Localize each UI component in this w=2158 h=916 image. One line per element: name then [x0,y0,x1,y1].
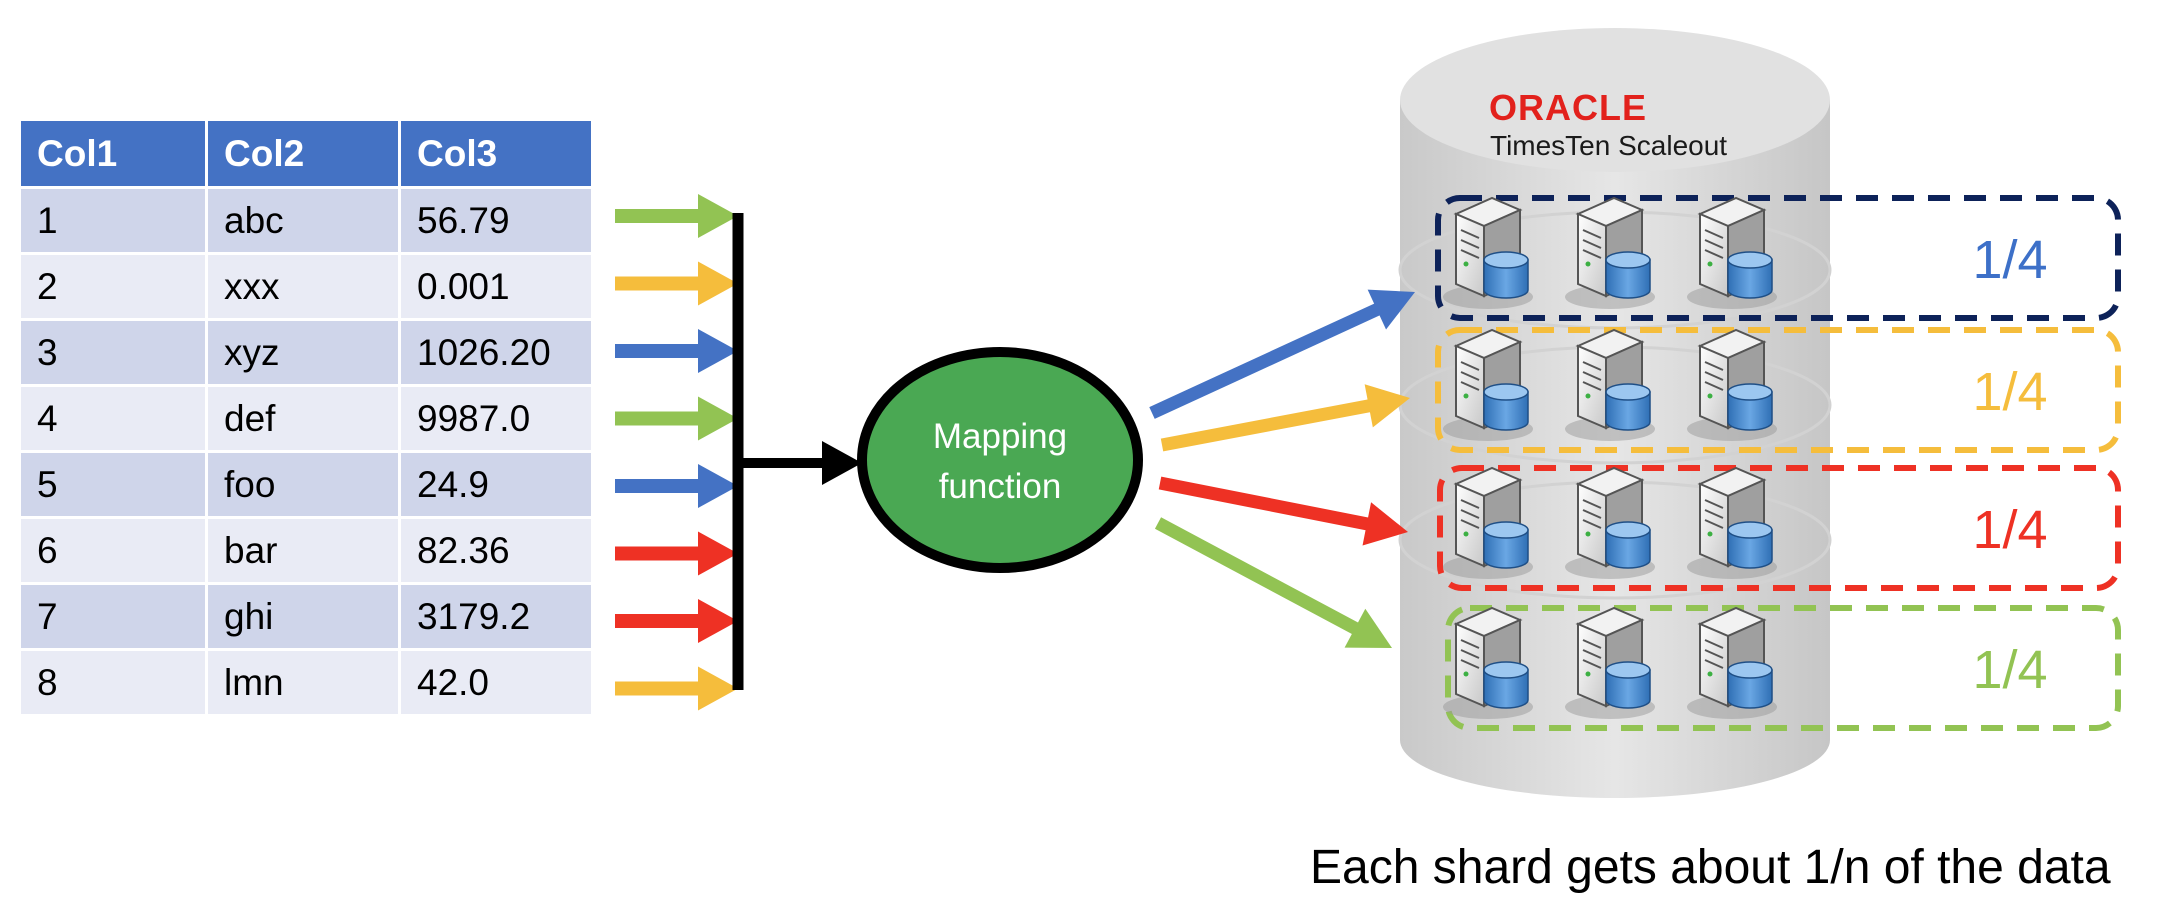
shard-arrow-line [1154,517,1362,636]
shard-fraction-label: 1/4 [1972,500,2047,560]
database-icon [1605,251,1651,299]
shard-arrow-line [1158,476,1372,532]
shard-box [1437,465,2121,591]
table-cell: 82.36 [398,516,594,585]
database-icon [1605,521,1651,569]
table-row: 7 ghi 3179.2 [18,582,594,651]
server-icon [1687,196,1777,309]
shard-arrowhead [1344,608,1392,648]
server-icon [1565,328,1655,441]
table-cell: 3179.2 [398,582,594,651]
table-cell: def [205,384,401,453]
database-icon [1483,661,1529,709]
table-cell: 6 [18,516,208,585]
table-cell: 7 [18,582,208,651]
shard-arrow-line [1160,398,1374,452]
row-arrowhead [698,666,738,711]
table-row: 4 def 9987.0 [18,384,594,453]
server-icon [1565,466,1655,579]
database-icon [1483,521,1529,569]
table-cell: 5 [18,450,208,519]
shard-fraction-label: 1/4 [1972,362,2047,422]
table-row: 8 lmn 42.0 [18,648,594,717]
shards-group: 1/4 1/4 1/4 1/4 [1435,195,2121,731]
table-cell: xxx [205,252,401,321]
server-icon [1443,328,1533,441]
column-header: Col3 [398,118,594,189]
table-cell: abc [205,186,401,255]
table-cell: bar [205,516,401,585]
table-row: 6 bar 82.36 [18,516,594,585]
mapping-label-line2: function [939,467,1062,506]
table-cell: foo [205,450,401,519]
table-cell: 24.9 [398,450,594,519]
table-cell: 0.001 [398,252,594,321]
table-cell: 4 [18,384,208,453]
shard-box [1445,605,2121,731]
table-cell: 3 [18,318,208,387]
row-arrowhead [698,329,738,373]
database-icon [1483,383,1529,431]
shard-arrowhead [1362,502,1408,546]
server-icon [1443,196,1533,309]
row-arrowhead [698,396,738,441]
shard-box [1435,195,2121,321]
row-arrowhead [698,261,738,306]
table-cell: 42.0 [398,648,594,717]
server-icon [1687,606,1777,719]
server-icon [1565,196,1655,309]
server-icon [1565,606,1655,719]
shard-box [1435,327,2121,453]
server-icon [1443,606,1533,719]
table-cell: 8 [18,648,208,717]
shard-fraction-label: 1/4 [1972,640,2047,700]
database-icon [1727,661,1773,709]
table-cell: 1 [18,186,208,255]
product-name: TimesTen Scaleout [1490,130,1727,161]
table-cell: 2 [18,252,208,321]
table-cell: 56.79 [398,186,594,255]
database-icon [1727,251,1773,299]
column-header: Col2 [205,118,401,189]
row-arrowhead [698,531,738,576]
mapping-label-line1: Mapping [933,417,1067,456]
data-table: Col1 Col2 Col3 1 abc 56.79 2 xxx 0.001 3… [18,118,594,717]
database-icon [1605,383,1651,431]
row-arrowhead [698,599,738,643]
database-icon [1727,383,1773,431]
shard-fraction-label: 1/4 [1972,230,2047,290]
oracle-logo: ORACLE [1489,87,1647,128]
table-cell: 9987.0 [398,384,594,453]
table-row: 2 xxx 0.001 [18,252,594,321]
column-header: Col1 [18,118,208,189]
database-icon [1727,521,1773,569]
row-arrows [615,194,738,711]
database-icon [1605,661,1651,709]
server-icon [1687,328,1777,441]
table-row: 3 xyz 1026.20 [18,318,594,387]
shard-arrow-line [1149,301,1384,419]
mapping-function-node [857,347,1143,573]
table-cell: lmn [205,648,401,717]
table-row: 1 abc 56.79 [18,186,594,255]
caption: Each shard gets about 1/n of the data [1310,841,2111,894]
table-cell: ghi [205,582,401,651]
database-icon [1483,251,1529,299]
shard-arrowhead [1364,384,1410,428]
row-arrowhead [698,194,738,238]
server-icon [1687,466,1777,579]
server-icon [1443,466,1533,579]
table-cell: 1026.20 [398,318,594,387]
table-header-row: Col1 Col2 Col3 [18,118,594,189]
shard-arrows [1149,289,1415,648]
row-arrowhead [698,464,738,508]
shard-arrowhead [1367,289,1415,330]
table-row: 5 foo 24.9 [18,450,594,519]
collector-arrowhead [822,441,862,485]
table-cell: xyz [205,318,401,387]
